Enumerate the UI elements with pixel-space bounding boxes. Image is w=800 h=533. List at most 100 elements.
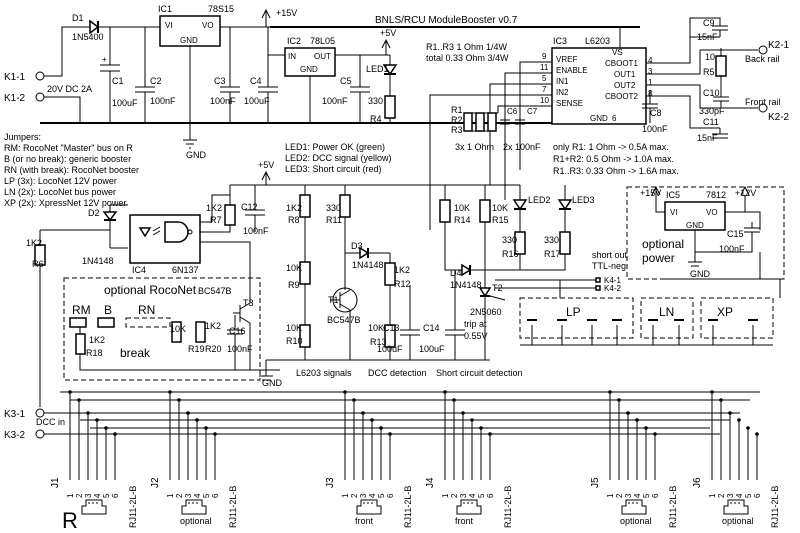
- junction-dot: [361, 411, 365, 415]
- connector-part: RJ11-2L-B: [668, 486, 678, 528]
- ic3-pinnum-6: 6: [612, 114, 617, 123]
- c1-capacitor: [100, 27, 120, 123]
- d2-part: 1N4148: [82, 256, 114, 266]
- r3-ref: R3: [451, 125, 463, 135]
- connector-ref: J2: [150, 477, 161, 488]
- dcc-in-label: DCC in: [36, 417, 65, 427]
- c8-ref: C8: [650, 108, 662, 118]
- r17-ref: R17: [544, 249, 561, 259]
- r7-resistor: [224, 204, 236, 226]
- ic3-part: L6203: [585, 36, 610, 46]
- junction-dot: [737, 418, 741, 422]
- ic4-gate: [164, 221, 189, 243]
- r2-resistor: [475, 112, 485, 132]
- connector-pin-number: 1: [606, 493, 615, 498]
- schematic-title: BNLS/RCU ModuleBooster v0.7: [375, 15, 518, 26]
- r15-val: 10K: [492, 203, 508, 213]
- junction-dot: [204, 426, 208, 430]
- rj11-jack-icon: [723, 499, 749, 515]
- r8-ref: R8: [288, 215, 300, 225]
- current-limit-notes: only R1: 1 Ohm -> 0.5A max. R1+R2: 0.5 O…: [553, 142, 679, 176]
- c14-val: 100uF: [419, 344, 445, 354]
- ic1-vi: VI: [165, 21, 173, 30]
- ic2-ref: IC2: [287, 36, 301, 46]
- c15-ref: C15: [727, 229, 744, 239]
- c15-capacitor: [695, 222, 760, 253]
- r12-ref: R12: [394, 279, 411, 289]
- connector-note: front: [355, 516, 374, 526]
- connector-pin-number: 4: [368, 493, 377, 498]
- junction-dot: [95, 418, 99, 422]
- junction-dot: [370, 418, 374, 422]
- ic5-vi: VI: [670, 208, 678, 217]
- led-note-2: LED2: DCC signal (yellow): [285, 153, 392, 163]
- d4-part: 1N4148: [450, 280, 482, 290]
- junction-dot: [728, 411, 732, 415]
- jumper-rn-label: RN: [138, 303, 155, 317]
- ic3-pinnum-3: 3: [648, 67, 653, 76]
- junction-dot: [352, 398, 356, 402]
- c9-val: 15nF: [697, 32, 718, 42]
- r5-ref: R5: [703, 67, 715, 77]
- wire-input: [44, 26, 80, 77]
- junction-dot: [68, 390, 72, 394]
- ic2-in: IN: [288, 52, 296, 61]
- c5-val: 100nF: [322, 96, 348, 106]
- ic3-pinnum-7: 7: [542, 85, 547, 94]
- junction-dot: [388, 432, 392, 436]
- optional-power-box: [626, 186, 785, 280]
- c4-capacitor: [258, 27, 278, 123]
- c14-capacitor: [445, 295, 465, 360]
- limit-note-3: R1..R3: 0.33 Ohm -> 1.6A max.: [553, 166, 679, 176]
- connector-pin-number: 2: [350, 493, 359, 498]
- jumper-block-lp: [519, 297, 634, 339]
- d2-diode: [102, 211, 118, 222]
- c13-ref: C13: [383, 323, 400, 333]
- r7-val: 1K2: [206, 203, 222, 213]
- junction-dot: [195, 418, 199, 422]
- junction-dot: [343, 390, 347, 394]
- c8-capacitor: [642, 90, 658, 123]
- c3-ref: C3: [214, 76, 226, 86]
- connector-pin-number: 3: [84, 493, 93, 498]
- ic1-regulator: [159, 15, 221, 47]
- c5-ref: C5: [340, 76, 352, 86]
- r4-ref: R4: [370, 114, 382, 124]
- ic3-pinnum-1: 1: [648, 78, 653, 87]
- connector-part: RJ11-2L-B: [503, 486, 513, 528]
- gnd-symbol-mid: [259, 360, 273, 381]
- jumper-lp-label: LP: [566, 305, 581, 319]
- connector-note: front: [455, 516, 474, 526]
- r7-ref: R7: [210, 215, 222, 225]
- connector-part: RJ11-2L-B: [128, 486, 138, 528]
- connector-pin-number: 6: [651, 493, 660, 498]
- c6-ref: C6: [507, 107, 518, 116]
- connector-part: RJ11-2L-B: [228, 486, 238, 528]
- connector-pin-number: 3: [359, 493, 368, 498]
- led-notes: LED1: Power OK (green) LED2: DCC signal …: [285, 142, 392, 174]
- ic3-pin-cboot1: CBOOT1: [605, 59, 638, 68]
- r15-resistor: [479, 199, 491, 223]
- r20-resistor: [195, 321, 206, 343]
- r16-ref: R16: [502, 249, 519, 259]
- connector-pin-number: 5: [202, 493, 211, 498]
- ic3-pin-vs: VS: [612, 48, 623, 57]
- jumper-block-ln: [640, 297, 694, 339]
- k4-1-label: K4-1: [604, 276, 621, 285]
- rj11-jack-icon: [621, 499, 647, 515]
- ic2-gnd: GND: [300, 65, 318, 74]
- c6-c7-capacitors: [500, 113, 525, 131]
- v15-arrow: [261, 8, 271, 27]
- connector-pin-number: 1: [341, 493, 350, 498]
- jumper-note-xp: XP (2x): XpressNet 12V power: [4, 198, 126, 208]
- r2-ref: R2: [451, 115, 463, 125]
- v12-label: +12V: [735, 188, 756, 198]
- jumpers-title: Jumpers:: [4, 132, 41, 142]
- jumper-note-b: B (or no break): generic booster: [4, 154, 131, 164]
- junction-dot: [213, 432, 217, 436]
- r12-val: 1K2: [394, 265, 410, 275]
- r10-val: 10K: [286, 323, 302, 333]
